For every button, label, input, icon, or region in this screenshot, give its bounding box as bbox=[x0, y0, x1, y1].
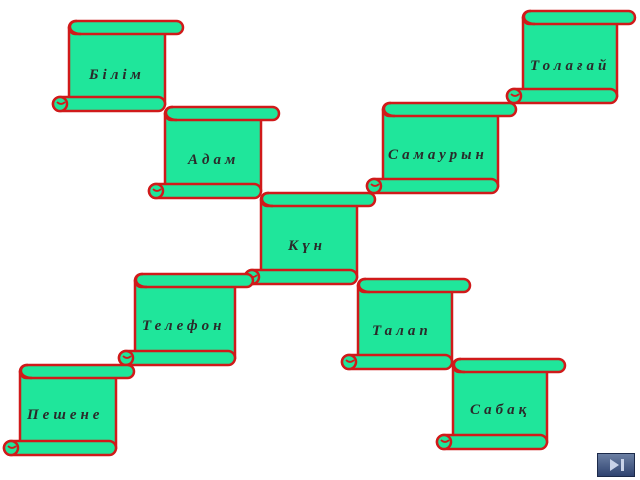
scroll-kun[interactable]: Күн bbox=[243, 190, 377, 287]
scroll-label-bilim: Білім bbox=[89, 67, 145, 83]
scroll-label-samauryn: Самаурын bbox=[388, 147, 488, 163]
scroll-label-tolagai: Толағай bbox=[530, 58, 611, 74]
scroll-shape-sabak bbox=[435, 357, 567, 451]
scroll-talap[interactable]: Талап bbox=[340, 276, 472, 372]
scroll-shape-telefon bbox=[117, 272, 255, 367]
next-slide-button[interactable] bbox=[597, 453, 635, 477]
scroll-samauryn[interactable]: Самаурын bbox=[365, 100, 518, 196]
scroll-label-sabak: Сабақ bbox=[470, 402, 531, 418]
play-icon bbox=[610, 459, 619, 471]
scroll-adam[interactable]: Адам bbox=[147, 104, 281, 201]
scroll-shape-kun bbox=[243, 191, 377, 286]
scroll-label-peshene: Пешене bbox=[27, 407, 104, 423]
scroll-label-talap: Талап bbox=[372, 323, 432, 339]
scroll-telefon[interactable]: Телефон bbox=[117, 271, 255, 368]
scroll-peshene[interactable]: Пешене bbox=[2, 362, 136, 458]
scroll-sabak[interactable]: Сабақ bbox=[435, 356, 567, 452]
scroll-shape-peshene bbox=[2, 363, 136, 457]
scroll-shape-adam bbox=[147, 105, 281, 200]
scroll-label-adam: Адам bbox=[188, 152, 240, 168]
scroll-shape-bilim bbox=[51, 19, 185, 113]
scroll-tolagai[interactable]: Толағай bbox=[505, 8, 637, 106]
scroll-label-kun: Күн bbox=[288, 238, 327, 254]
scroll-shape-tolagai bbox=[505, 9, 637, 105]
scroll-shape-samauryn bbox=[365, 101, 518, 195]
end-bar-icon bbox=[621, 459, 624, 471]
scroll-bilim[interactable]: Білім bbox=[51, 18, 185, 114]
scroll-label-telefon: Телефон bbox=[142, 318, 226, 334]
scroll-shape-talap bbox=[340, 277, 472, 371]
